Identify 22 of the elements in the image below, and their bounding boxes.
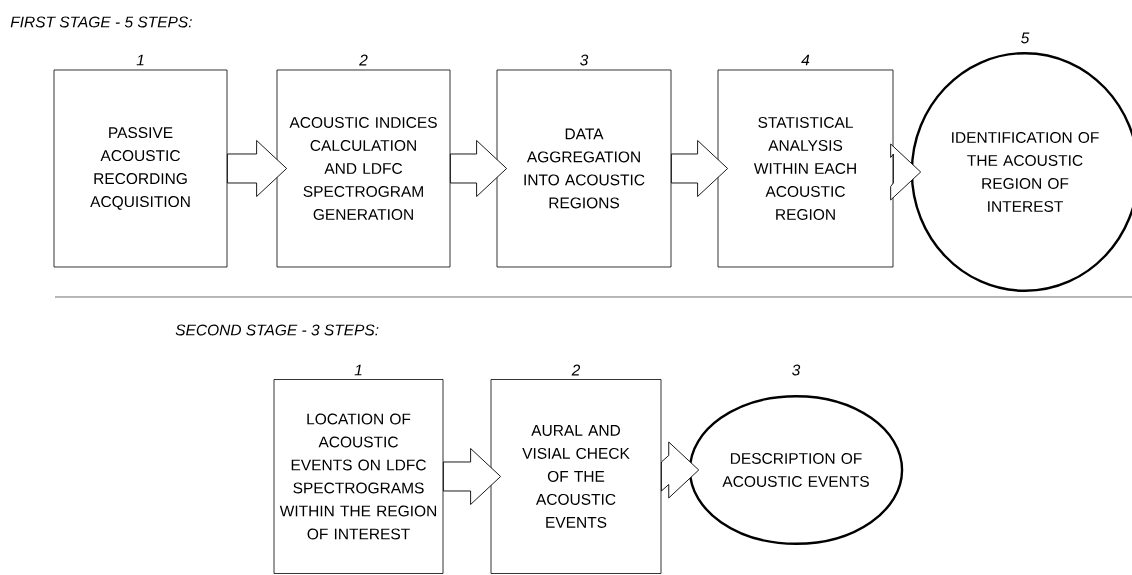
step-box: PASSIVE ACOUSTIC RECORDING ACQUISITION bbox=[53, 69, 228, 268]
step-number: 5 bbox=[1021, 32, 1030, 44]
step-box: DATA AGGREGATION INTO ACOUSTIC REGIONS bbox=[496, 69, 672, 268]
block-arrow bbox=[449, 140, 508, 197]
block-arrow bbox=[660, 441, 700, 499]
step-number: 2 bbox=[571, 364, 581, 376]
block-arrow bbox=[442, 448, 502, 505]
step-number: 2 bbox=[359, 54, 368, 66]
step-number: 4 bbox=[801, 54, 810, 66]
step-number: 3 bbox=[580, 54, 589, 66]
block-arrow bbox=[890, 143, 922, 201]
step-box: ACOUSTIC INDICES CALCULATION AND LDFC SPECTROGRAM GENERATION bbox=[276, 69, 451, 268]
block-arrow bbox=[670, 140, 729, 197]
step-number: 3 bbox=[792, 364, 801, 376]
stage-heading: SECOND STAGE - 3 STEPS: bbox=[175, 324, 379, 336]
step-box: STATISTICAL ANALYSIS WITHIN EACH ACOUSTIC REGION bbox=[717, 69, 894, 268]
step-number: 1 bbox=[354, 364, 362, 376]
step-number: 1 bbox=[136, 54, 144, 66]
step-box: LOCATION OF ACOUSTIC EVENTS ON LDFC SPECTROGRAMS WITHIN THE REGION OF INTEREST bbox=[273, 379, 444, 574]
step-box: AURAL AND VISIAL CHECK OF THE ACOUSTIC EVENTS bbox=[490, 379, 662, 574]
block-arrow bbox=[226, 140, 288, 197]
stage-heading: FIRST STAGE - 5 STEPS: bbox=[10, 16, 192, 28]
